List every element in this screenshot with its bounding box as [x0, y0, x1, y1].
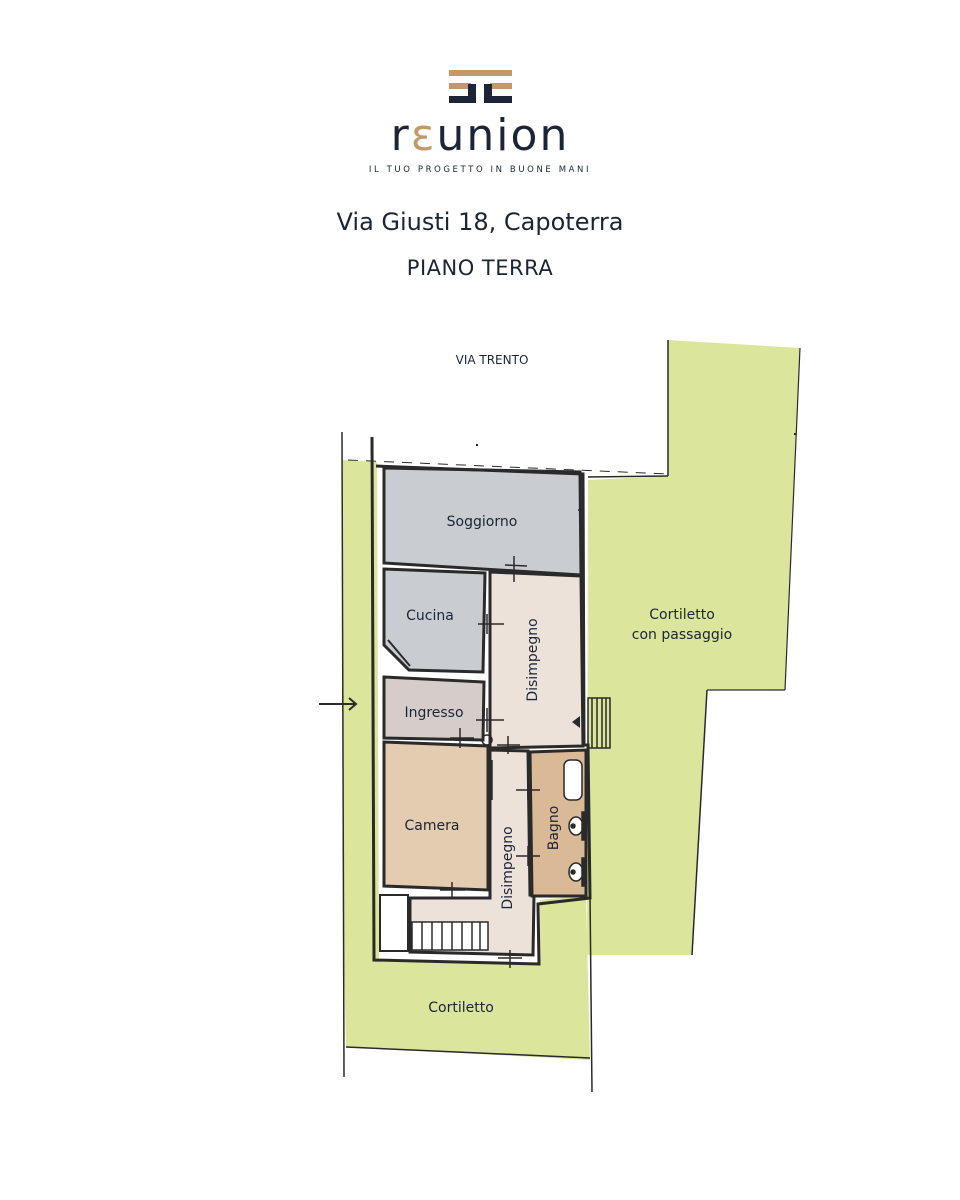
- street-label: VIA TRENTO: [456, 353, 529, 367]
- property-address: Via Giusti 18, Capoterra: [336, 208, 624, 236]
- label-cucina: Cucina: [406, 608, 454, 624]
- side-steps-icon: [587, 697, 611, 749]
- logo-mark-icon: [449, 70, 512, 103]
- garden-cortiletto: [344, 895, 590, 1060]
- main-entrance-arrow-icon: [319, 697, 358, 711]
- brand-name-accent: ε: [410, 110, 437, 161]
- cucina-corner-line: [387, 639, 411, 667]
- label-cortiletto-passaggio-line1: Cortiletto: [649, 607, 715, 623]
- garden-left-strip: [343, 460, 379, 956]
- label-cortiletto-passaggio-line2: con passaggio: [632, 627, 732, 643]
- outer-wall: [370, 436, 592, 966]
- room-cucina: [382, 567, 487, 674]
- brand-name: rεunion: [390, 110, 570, 161]
- boundary-lines: [341, 340, 801, 1093]
- brand-logo: [449, 70, 512, 103]
- door-markers: [440, 509, 584, 968]
- bathroom-fixtures-icon: [563, 759, 587, 887]
- label-disimpegno-top: Disimpegno: [525, 618, 541, 701]
- label-camera: Camera: [405, 818, 460, 834]
- label-soggiorno: Soggiorno: [447, 514, 518, 530]
- garden-cortiletto-con-passaggio: [587, 340, 800, 955]
- label-cortiletto: Cortiletto: [428, 1000, 494, 1016]
- label-disimpegno-bottom: Disimpegno: [500, 826, 516, 909]
- brand-tagline: IL TUO PROGETTO IN BUONE MANI: [368, 165, 592, 175]
- staircase-icon: [379, 894, 489, 952]
- floor-label: PIANO TERRA: [406, 256, 554, 280]
- label-bagno: Bagno: [546, 806, 562, 851]
- room-ingresso: [382, 675, 486, 742]
- room-camera: [382, 740, 490, 892]
- side-entrance-arrow-icon: [572, 716, 580, 728]
- label-ingresso: Ingresso: [404, 705, 463, 721]
